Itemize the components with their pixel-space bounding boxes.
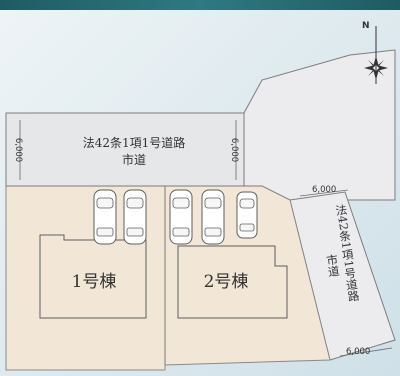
dim-top-right: 6,000	[229, 138, 239, 162]
building-1-outline	[39, 234, 147, 319]
header-band	[0, 0, 400, 10]
car-4	[201, 189, 225, 245]
building-1-label: 1号棟	[72, 272, 117, 292]
top-road-label-1: 法42条1項1号道路	[83, 135, 186, 150]
dim-right-top-line	[299, 189, 349, 197]
car-5	[236, 191, 258, 239]
dim-top-left: 6,000	[13, 138, 23, 162]
dim-right-bottom: 6,000	[346, 347, 370, 357]
dim-right-bottom-line	[339, 347, 393, 357]
top-road-label-2: 市道	[122, 152, 146, 167]
building-2-outline	[177, 245, 288, 319]
upper-road-extension	[243, 49, 396, 201]
building-2-label: 2号棟	[204, 272, 249, 292]
compass-north-label: N	[362, 21, 370, 31]
car-2	[123, 189, 147, 245]
car-1	[93, 189, 117, 245]
car-3	[169, 189, 193, 245]
dim-right-top: 6,000	[312, 185, 336, 195]
compass-rose-icon	[364, 26, 388, 84]
right-road-label-line2: 市道	[324, 253, 342, 278]
